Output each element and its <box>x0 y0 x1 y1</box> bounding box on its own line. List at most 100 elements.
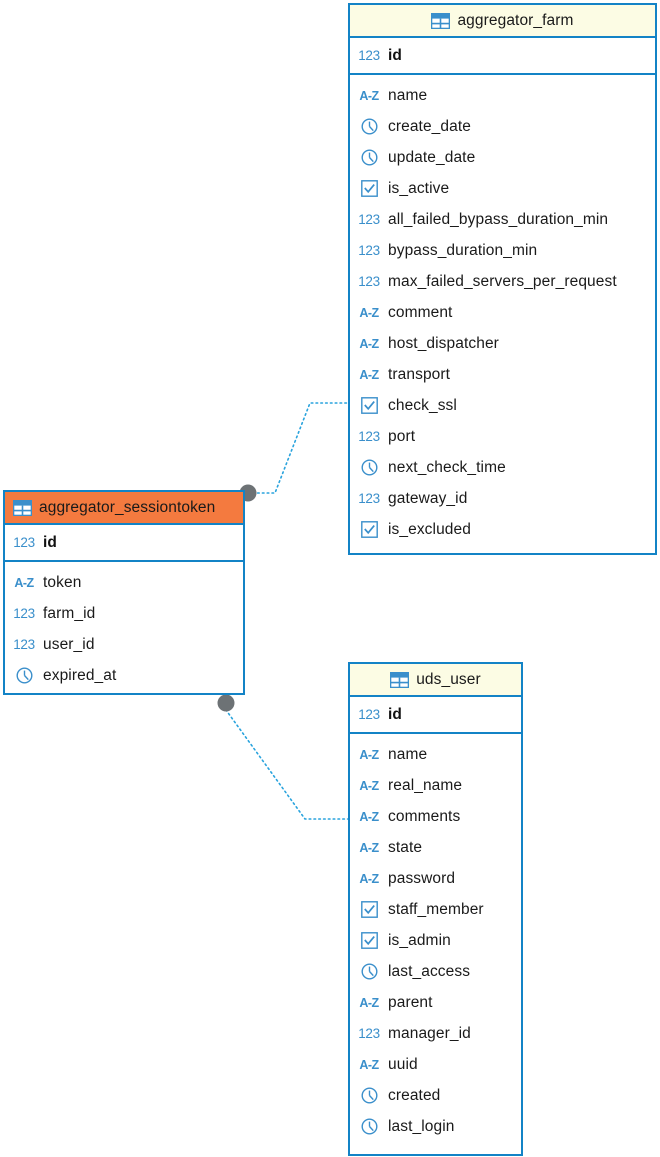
column-row[interactable]: A-Z comment <box>350 297 655 328</box>
checkbox-icon <box>358 931 380 951</box>
column-row[interactable]: 123 user_id <box>5 629 243 660</box>
column-name: transport <box>388 365 451 383</box>
column-row[interactable]: check_ssl <box>350 390 655 421</box>
az-text-icon: A-Z <box>359 88 379 103</box>
123-number-icon: 123 <box>358 1026 380 1041</box>
column-row[interactable]: 123 bypass_duration_min <box>350 235 655 266</box>
123-number-icon: 123 <box>358 212 380 227</box>
clock-icon <box>358 1117 380 1137</box>
az-text-icon: A-Z <box>359 336 379 351</box>
column-row[interactable]: A-Z password <box>350 863 521 894</box>
column-name: update_date <box>388 148 476 166</box>
column-name: uuid <box>388 1055 418 1073</box>
column-name: create_date <box>388 117 471 135</box>
table-icon <box>431 12 451 29</box>
column-row[interactable]: 123 max_failed_servers_per_request <box>350 266 655 297</box>
column-row[interactable]: A-Z name <box>350 739 521 770</box>
column-row[interactable]: update_date <box>350 142 655 173</box>
primary-key-name: id <box>43 533 57 551</box>
column-row[interactable]: is_active <box>350 173 655 204</box>
column-list-aggregator-farm: A-Z name create_date <box>350 75 655 551</box>
column-row[interactable]: A-Z real_name <box>350 770 521 801</box>
az-text-icon: A-Z <box>359 840 379 855</box>
clock-icon <box>13 666 35 686</box>
123-number-icon: 123 <box>13 637 35 652</box>
column-name: created <box>388 1086 441 1104</box>
primary-key-row[interactable]: 123 id <box>350 697 521 734</box>
column-name: comment <box>388 303 453 321</box>
column-name: bypass_duration_min <box>388 241 538 259</box>
entity-uds-user[interactable]: uds_user 123 id A-Z name A-Z real_name A… <box>348 662 523 1156</box>
column-name: expired_at <box>43 666 117 684</box>
123-number-icon: 123 <box>358 243 380 258</box>
123-number-icon: 123 <box>358 491 380 506</box>
column-row[interactable]: A-Z comments <box>350 801 521 832</box>
column-list-uds-user: A-Z name A-Z real_name A-Z comments A-Z … <box>350 734 521 1148</box>
entity-header-aggregator-farm[interactable]: aggregator_farm <box>350 5 655 38</box>
column-row[interactable]: A-Z transport <box>350 359 655 390</box>
column-name: password <box>388 869 456 887</box>
123-number-icon: 123 <box>358 429 380 444</box>
az-text-icon: A-Z <box>359 367 379 382</box>
123-number-icon: 123 <box>13 606 35 621</box>
column-row[interactable]: is_excluded <box>350 514 655 545</box>
clock-icon <box>358 1086 380 1106</box>
column-name: max_failed_servers_per_request <box>388 272 617 290</box>
primary-key-row[interactable]: 123 id <box>350 38 655 75</box>
column-name: manager_id <box>388 1024 471 1042</box>
checkbox-icon <box>358 900 380 920</box>
az-text-icon: A-Z <box>359 1057 379 1072</box>
column-name: farm_id <box>43 604 96 622</box>
entity-header-aggregator-sessiontoken[interactable]: aggregator_sessiontoken <box>5 492 243 525</box>
table-icon <box>390 671 410 688</box>
column-row[interactable]: A-Z host_dispatcher <box>350 328 655 359</box>
entity-title: aggregator_farm <box>457 11 574 29</box>
column-row[interactable]: A-Z token <box>5 567 243 598</box>
column-row[interactable]: next_check_time <box>350 452 655 483</box>
column-name: check_ssl <box>388 396 457 414</box>
entity-title: aggregator_sessiontoken <box>39 498 216 516</box>
column-row[interactable]: 123 all_failed_bypass_duration_min <box>350 204 655 235</box>
column-row[interactable]: created <box>350 1080 521 1111</box>
entity-aggregator-sessiontoken[interactable]: aggregator_sessiontoken 123 id A-Z token… <box>3 490 245 695</box>
primary-key-row[interactable]: 123 id <box>5 525 243 562</box>
entity-aggregator-farm[interactable]: aggregator_farm 123 id A-Z name create_d… <box>348 3 657 555</box>
column-row[interactable]: staff_member <box>350 894 521 925</box>
az-text-icon: A-Z <box>359 995 379 1010</box>
column-name: user_id <box>43 635 95 653</box>
column-row[interactable]: A-Z name <box>350 80 655 111</box>
column-row[interactable]: A-Z parent <box>350 987 521 1018</box>
column-name: state <box>388 838 423 856</box>
column-name: last_access <box>388 962 471 980</box>
column-row[interactable]: 123 farm_id <box>5 598 243 629</box>
column-row[interactable]: last_access <box>350 956 521 987</box>
relationship-line-sessiontoken-user <box>225 699 349 820</box>
column-row[interactable]: 123 manager_id <box>350 1018 521 1049</box>
az-text-icon: A-Z <box>359 809 379 824</box>
column-row[interactable]: create_date <box>350 111 655 142</box>
column-name: token <box>43 573 82 591</box>
primary-key-name: id <box>388 46 402 64</box>
column-list-aggregator-sessiontoken: A-Z token 123 farm_id 123 user_id <box>5 562 243 697</box>
checkbox-icon <box>358 396 380 416</box>
column-name: is_admin <box>388 931 451 949</box>
123-number-icon: 123 <box>358 707 380 722</box>
column-row[interactable]: is_admin <box>350 925 521 956</box>
entity-header-uds-user[interactable]: uds_user <box>350 664 521 697</box>
column-row[interactable]: last_login <box>350 1111 521 1142</box>
relationship-line-sessiontoken-farm <box>247 402 349 494</box>
checkbox-icon <box>358 520 380 540</box>
column-row[interactable]: A-Z state <box>350 832 521 863</box>
column-name: last_login <box>388 1117 455 1135</box>
column-row[interactable]: A-Z uuid <box>350 1049 521 1080</box>
column-name: name <box>388 86 428 104</box>
column-row[interactable]: 123 gateway_id <box>350 483 655 514</box>
column-name: comments <box>388 807 461 825</box>
column-row[interactable]: expired_at <box>5 660 243 691</box>
column-name: parent <box>388 993 433 1011</box>
relationship-endpoint-user[interactable] <box>217 694 235 712</box>
123-number-icon: 123 <box>358 274 380 289</box>
column-row[interactable]: 123 port <box>350 421 655 452</box>
123-number-icon: 123 <box>358 48 380 63</box>
column-name: host_dispatcher <box>388 334 499 352</box>
